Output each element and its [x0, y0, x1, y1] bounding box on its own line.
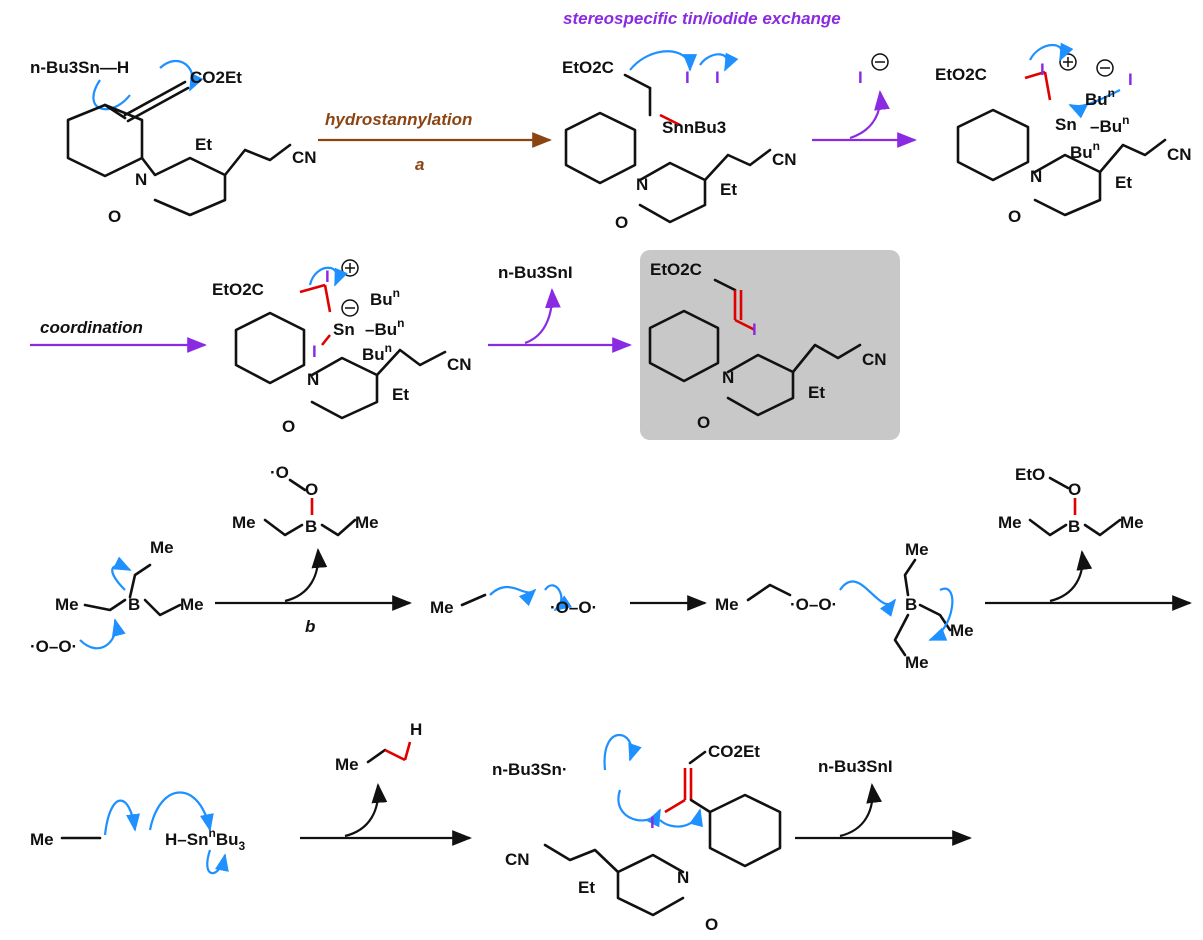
eto2c-label-2: EtO2C — [562, 58, 614, 77]
eto2c-label-4: EtO2C — [212, 280, 264, 299]
o-dot-label-1: ·O — [270, 463, 289, 482]
structure-ethyl-radical: Me ·O–O· — [430, 584, 597, 617]
step-b-label: b — [305, 617, 315, 636]
o-label-3: O — [1008, 207, 1021, 226]
eto2c-label-3: EtO2C — [935, 65, 987, 84]
o-label-4: O — [282, 417, 295, 436]
me-label-b10: Me — [1120, 513, 1144, 532]
cn-label-5: CN — [862, 350, 887, 369]
nbu3sn-radical-label: n-Bu3Sn· — [492, 760, 568, 779]
coordination-label: coordination — [40, 318, 143, 337]
oo-label-peroxy: ·O–O· — [790, 595, 837, 614]
me-label-b1: Me — [150, 538, 174, 557]
structure-ethylperoxy-radical: Me ·O–O· B Me Me Me — [715, 540, 974, 672]
structure-ethane: Me H — [335, 720, 422, 774]
bu-label-3b: –Bun — [1090, 113, 1129, 136]
et-label-4: Et — [392, 385, 409, 404]
sn-label-3: Sn — [1055, 115, 1077, 134]
et-label: Et — [195, 135, 212, 154]
structure-h-transfer: Me H–SnnBu3 — [30, 791, 245, 875]
snbu3-label: SnnBu3 — [662, 118, 726, 137]
iodide-minus-label: I — [858, 68, 863, 87]
cn-label: CN — [292, 148, 317, 167]
me-label-radical: Me — [430, 598, 454, 617]
et-label-5: Et — [808, 383, 825, 402]
i2-label: I — [685, 68, 690, 87]
et-label-3: Et — [1115, 173, 1132, 192]
o-label-b1: O — [305, 480, 318, 499]
me-label-ethane: Me — [335, 755, 359, 774]
n-label-3: N — [1030, 167, 1042, 186]
structure-peroxyborane-1: ·O O B Me Me — [232, 463, 379, 537]
hsnbu3-label: H–SnnBu3 — [165, 826, 245, 853]
structure-vinylstannane: EtO2C I I SnnBu3 N O Et CN — [562, 50, 797, 232]
eto2c-label-5: EtO2C — [650, 260, 702, 279]
structure-vinyl-iodide-product: EtO2C I N O Et CN — [648, 260, 887, 432]
me-label-b3: Me — [180, 595, 204, 614]
n-label-6: N — [677, 868, 689, 887]
h-label: H — [410, 720, 422, 739]
structure-triethylborane: Me Me Me B ·O–O· — [30, 538, 204, 656]
iodide-coord-label: I — [312, 342, 317, 361]
b-label-1: B — [128, 595, 140, 614]
me-label-row4: Me — [30, 830, 54, 849]
me-label-b9: Me — [998, 513, 1022, 532]
bu-label-3a: Bun — [1085, 86, 1115, 109]
eto-label: EtO — [1015, 465, 1045, 484]
sn-label-4: Sn — [333, 320, 355, 339]
me-label-b5: Me — [355, 513, 379, 532]
co2et-label: CO2Et — [190, 68, 242, 87]
structure-iodonium-complex: EtO2C I I Sn Bun –Bun Bun N O Et CN — [935, 42, 1192, 226]
cn-label-6: CN — [505, 850, 530, 869]
structure-radical-addition: n-Bu3Sn· CO2Et I N O Et CN — [492, 733, 782, 934]
o-label-2: O — [615, 213, 628, 232]
b-label-3: B — [905, 595, 917, 614]
structure-stannate-complex: EtO2C I Sn Bun –Bun Bun I N O Et CN — [212, 259, 472, 436]
scheme-title: stereospecific tin/iodide exchange — [563, 9, 841, 28]
dioxygen-label-1: ·O–O· — [30, 637, 77, 656]
me-label-b4: Me — [232, 513, 256, 532]
co2et-label-6: CO2Et — [708, 742, 760, 761]
cn-label-4: CN — [447, 355, 472, 374]
me-label-b6: Me — [905, 540, 929, 559]
o-label-b2: O — [1068, 480, 1081, 499]
me-label-b8: Me — [905, 653, 929, 672]
b-label-2: B — [305, 517, 317, 536]
cn-label-3: CN — [1167, 145, 1192, 164]
nbu3sni-label-2: n-Bu3SnI — [818, 757, 893, 776]
n-label-5: N — [722, 368, 734, 387]
product-box — [640, 250, 900, 440]
nbu3snh-label: n-Bu3Sn—H — [30, 58, 129, 77]
iodide-label-6: I — [650, 813, 655, 832]
structure-alkyne-substrate: n-Bu3Sn—H CO2Et N O Et CN — [30, 58, 317, 226]
bu-label-4c: Bun — [362, 341, 392, 364]
cn-label-2: CN — [772, 150, 797, 169]
iodonium-label-4: I — [325, 267, 330, 286]
n-label-4: N — [307, 370, 319, 389]
me-label-b7: Me — [950, 621, 974, 640]
nbu3sni-label-1: n-Bu3SnI — [498, 263, 573, 282]
bu-label-3c: Bun — [1070, 139, 1100, 162]
iodide-counterion: I — [1128, 70, 1133, 89]
dioxygen-label-2: ·O–O· — [550, 598, 597, 617]
b-label-4: B — [1068, 517, 1080, 536]
me-label-b2: Me — [55, 595, 79, 614]
step-a-label: a — [415, 155, 424, 174]
et-label-2: Et — [720, 180, 737, 199]
n-label: N — [135, 170, 147, 189]
o-label: O — [108, 207, 121, 226]
bu-label-4b: –Bun — [365, 316, 404, 339]
iodide-label-5: I — [752, 320, 757, 339]
iodonium-label: I — [1040, 60, 1045, 79]
me-label-peroxy: Me — [715, 595, 739, 614]
et-label-6: Et — [578, 878, 595, 897]
o-label-6: O — [705, 915, 718, 934]
bu-label-4a: Bun — [370, 286, 400, 309]
o-label-5: O — [697, 413, 710, 432]
structure-peroxyborane-2: EtO O B Me Me — [998, 465, 1144, 537]
i2-label-b: I — [715, 68, 720, 87]
hydrostannylation-label: hydrostannylation — [325, 110, 472, 129]
